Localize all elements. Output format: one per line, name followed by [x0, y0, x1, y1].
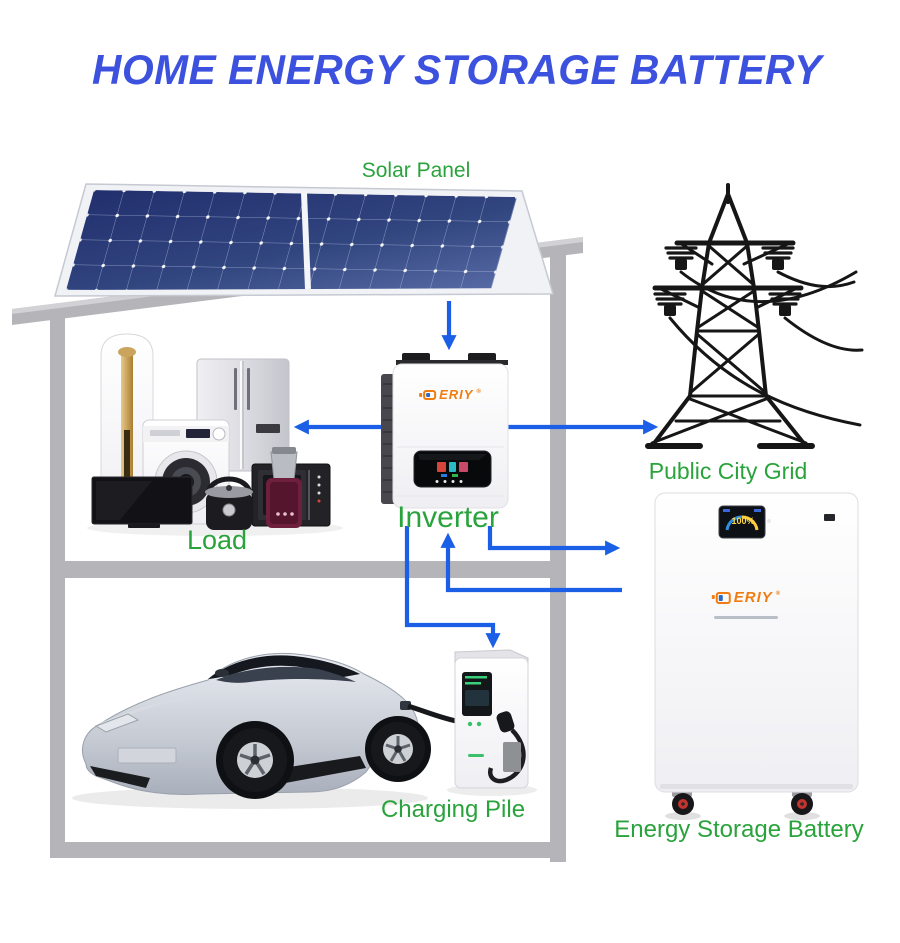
transmission-tower-graphic	[645, 183, 864, 449]
air-conditioner	[100, 333, 154, 521]
car-graphic	[72, 652, 431, 809]
left-post	[50, 312, 65, 858]
battery-vent	[824, 514, 835, 521]
registered-mark: ®	[775, 591, 781, 597]
car-headlight	[94, 713, 140, 733]
right-post	[550, 246, 566, 862]
bottom-floor	[50, 842, 566, 858]
charging-gun	[488, 711, 526, 784]
charging-pile-graphic	[407, 649, 537, 796]
inverter-brand-logo: ERIY ®	[419, 387, 481, 402]
power-lines	[668, 270, 864, 427]
insulator-icon	[653, 246, 802, 316]
solar-panel-graphic	[54, 183, 555, 297]
label-public-city-grid: Public City Grid	[648, 458, 808, 484]
battery-graphic	[654, 492, 859, 820]
arrow-battery-to-inverter	[440, 532, 622, 593]
car-front-intake	[90, 766, 150, 788]
label-inverter: Inverter	[397, 501, 499, 534]
registered-mark: ®	[476, 389, 481, 395]
arrow-inverter-to-charging-pile	[404, 526, 501, 649]
label-solar-panel: Solar Panel	[361, 159, 471, 182]
battery-logo-icon	[711, 592, 731, 604]
inverter-graphic	[381, 353, 509, 509]
page-title: HOME ENERGY STORAGE BATTERY	[92, 46, 822, 93]
blender	[266, 447, 302, 528]
front-wheel	[216, 721, 294, 799]
battery-caster-right	[791, 789, 813, 815]
battery-logo-icon	[419, 390, 437, 400]
pressure-cooker	[205, 476, 253, 530]
battery-tagline-line	[714, 616, 778, 619]
label-energy-storage-battery: Energy Storage Battery	[614, 816, 864, 843]
rear-wheel	[365, 716, 431, 782]
car-side-windows	[216, 666, 356, 683]
battery-screen	[718, 505, 771, 539]
arrow-inverter-to-battery	[487, 526, 621, 556]
television	[91, 476, 193, 528]
inverter-screen	[413, 450, 492, 488]
battery-caster-left	[672, 789, 694, 815]
label-charging-pile: Charging Pile	[380, 796, 526, 823]
brand-name: ERIY	[439, 387, 474, 402]
panel-divider	[301, 192, 311, 290]
car-roof-glass	[208, 655, 360, 679]
brand-name: ERIY	[733, 589, 773, 606]
label-load: Load	[186, 525, 248, 555]
middle-floor	[50, 561, 566, 578]
battery-soc-readout: 100%	[731, 516, 755, 526]
battery-brand-logo: ERIY ®	[711, 589, 781, 606]
appliances-graphic	[87, 333, 343, 536]
